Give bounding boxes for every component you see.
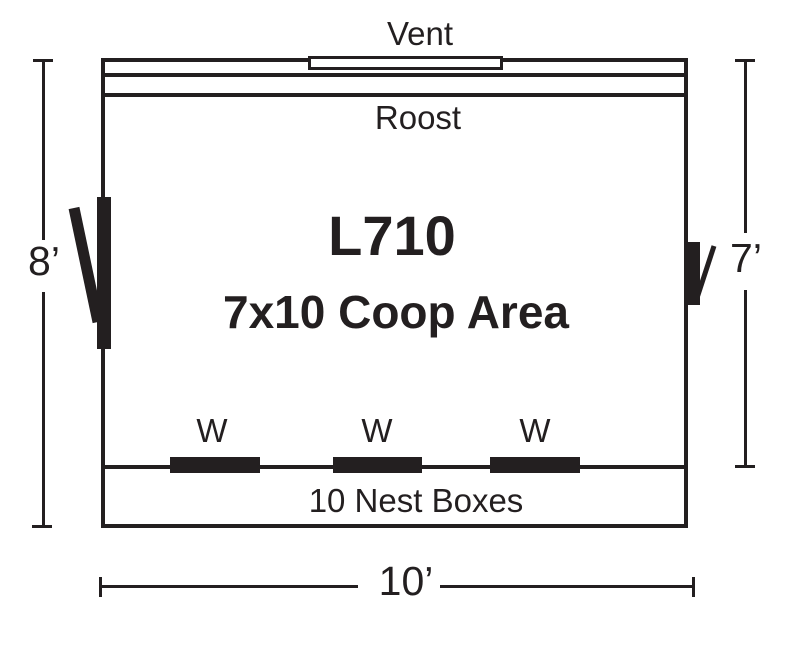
right-door-panel — [687, 242, 700, 305]
window-3 — [490, 457, 580, 473]
dim-bottom-right-tick — [692, 577, 695, 597]
dim-bottom-line-left — [100, 585, 358, 588]
vent-shape — [308, 56, 503, 70]
roost-band-upper-line — [101, 73, 688, 77]
window-1 — [170, 457, 260, 473]
left-door-swing — [68, 206, 104, 324]
coop-area-subtitle: 7x10 Coop Area — [223, 286, 569, 338]
window-2-label: W — [361, 412, 393, 449]
dim-right-label: 7’ — [730, 235, 762, 281]
dim-left-bottom-tick — [32, 525, 52, 528]
window-3-label: W — [519, 412, 551, 449]
dim-bottom-line-right — [440, 585, 694, 588]
dim-right-line-lower — [744, 290, 747, 467]
roost-band-lower-line — [101, 93, 688, 97]
model-title: L710 — [328, 204, 456, 267]
nest-boxes-label: 10 Nest Boxes — [308, 482, 524, 519]
dim-left-label: 8’ — [28, 238, 60, 284]
left-door-panel — [97, 197, 111, 349]
vent-label: Vent — [386, 15, 454, 52]
dim-right-line-upper — [744, 60, 747, 233]
dim-left-line-lower — [42, 292, 45, 526]
roost-label: Roost — [374, 99, 462, 136]
dim-bottom-label: 10’ — [378, 558, 434, 604]
coop-wall-outline — [101, 58, 688, 528]
dim-left-line-upper — [42, 60, 45, 240]
dim-right-bottom-tick — [735, 465, 755, 468]
window-2 — [333, 457, 422, 473]
window-1-label: W — [196, 412, 228, 449]
